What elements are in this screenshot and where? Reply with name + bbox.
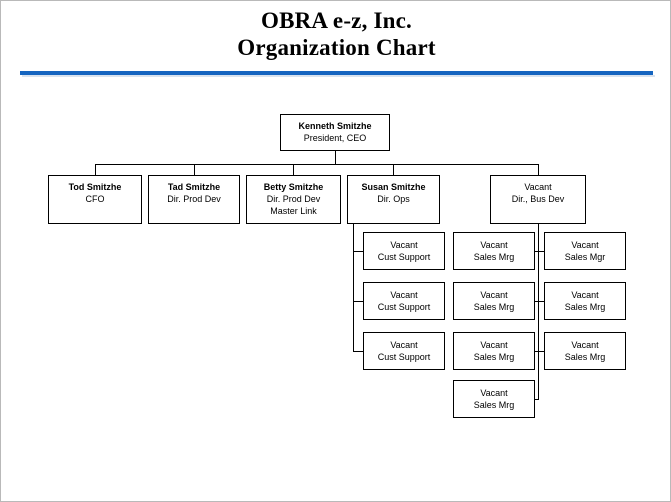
org-box-role: President, CEO <box>303 133 367 143</box>
org-box-name: Vacant <box>571 340 599 350</box>
connector-busdev-trunk <box>538 224 539 400</box>
org-box-role: Dir., Bus Dev <box>511 194 565 204</box>
connector-stub-right-2 <box>535 301 544 302</box>
org-box-dir-ops[interactable]: Susan Smitzhe Dir. Ops <box>347 175 440 224</box>
connector-mid-line-2 <box>535 301 538 302</box>
connector-drop-susan <box>393 164 394 175</box>
org-box-name: Vacant <box>480 290 508 300</box>
org-box-name: Susan Smitzhe <box>361 182 426 192</box>
org-box-role: CFO <box>85 194 105 204</box>
org-box-sales-right-1[interactable]: Vacant Sales Mgr <box>544 232 626 270</box>
org-box-name: Vacant <box>480 240 508 250</box>
page-title: OBRA e-z, Inc. Organization Chart <box>1 7 671 61</box>
org-box-role2: Master Link <box>270 206 317 216</box>
connector-mid-line-4 <box>535 399 538 400</box>
connector-susan-trunk <box>353 224 354 352</box>
org-box-cfo[interactable]: Tod Smitzhe CFO <box>48 175 142 224</box>
org-box-dir-prod-dev[interactable]: Tad Smitzhe Dir. Prod Dev <box>148 175 240 224</box>
connector-mid-line-1 <box>535 251 538 252</box>
org-box-ceo[interactable]: Kenneth Smitzhe President, CEO <box>280 114 390 151</box>
org-box-name: Vacant <box>480 388 508 398</box>
connector-stub-cs-2 <box>353 301 363 302</box>
org-box-role: Sales Mrg <box>473 352 515 362</box>
org-box-role: Sales Mrg <box>473 302 515 312</box>
connector-drop-busdev <box>538 164 539 175</box>
connector-drop-betty <box>293 164 294 175</box>
org-box-cust-support-2[interactable]: Vacant Cust Support <box>363 282 445 320</box>
org-box-role: Sales Mrg <box>473 252 515 262</box>
title-line-1: OBRA e-z, Inc. <box>260 8 412 33</box>
org-box-name: Vacant <box>571 240 599 250</box>
org-box-name: Vacant <box>524 182 552 192</box>
org-box-name: Tad Smitzhe <box>167 182 221 192</box>
org-box-name: Betty Smitzhe <box>263 182 324 192</box>
connector-stub-cs-1 <box>353 251 363 252</box>
connector-mid-line-3 <box>535 351 538 352</box>
org-box-name: Tod Smitzhe <box>68 182 122 192</box>
org-box-cust-support-1[interactable]: Vacant Cust Support <box>363 232 445 270</box>
org-box-role: Sales Mrg <box>564 302 606 312</box>
org-box-role: Cust Support <box>377 352 431 362</box>
org-box-sales-mid-2[interactable]: Vacant Sales Mrg <box>453 282 535 320</box>
org-box-cust-support-3[interactable]: Vacant Cust Support <box>363 332 445 370</box>
accent-rule <box>20 71 653 75</box>
org-box-name: Vacant <box>390 340 418 350</box>
org-box-role: Sales Mrg <box>564 352 606 362</box>
org-box-dir-bus-dev[interactable]: Vacant Dir., Bus Dev <box>490 175 586 224</box>
accent-rule-shadow <box>22 75 655 77</box>
org-box-role: Cust Support <box>377 252 431 262</box>
org-box-name: Vacant <box>480 340 508 350</box>
org-box-dir-prod-dev-master-link[interactable]: Betty Smitzhe Dir. Prod Dev Master Link <box>246 175 341 224</box>
org-box-name: Kenneth Smitzhe <box>298 121 372 131</box>
org-box-role: Dir. Prod Dev <box>266 194 321 204</box>
connector-stub-cs-3 <box>353 351 363 352</box>
connector-stub-right-3 <box>535 351 544 352</box>
connector-ceo-stem <box>335 151 336 164</box>
connector-director-bus <box>95 164 538 165</box>
org-box-role: Dir. Ops <box>377 194 410 204</box>
title-line-2: Organization Chart <box>237 35 436 60</box>
org-box-role: Sales Mgr <box>564 252 606 262</box>
connector-stub-right-1 <box>535 251 544 252</box>
org-box-sales-mid-1[interactable]: Vacant Sales Mrg <box>453 232 535 270</box>
org-box-role: Sales Mrg <box>473 400 515 410</box>
org-box-sales-right-2[interactable]: Vacant Sales Mrg <box>544 282 626 320</box>
org-box-sales-mid-4[interactable]: Vacant Sales Mrg <box>453 380 535 418</box>
org-box-name: Vacant <box>390 240 418 250</box>
org-box-sales-mid-3[interactable]: Vacant Sales Mrg <box>453 332 535 370</box>
connector-drop-cfo <box>95 164 96 175</box>
org-box-role: Cust Support <box>377 302 431 312</box>
org-box-sales-right-3[interactable]: Vacant Sales Mrg <box>544 332 626 370</box>
org-box-name: Vacant <box>571 290 599 300</box>
org-box-name: Vacant <box>390 290 418 300</box>
org-box-role: Dir. Prod Dev <box>167 194 221 204</box>
connector-drop-tad <box>194 164 195 175</box>
